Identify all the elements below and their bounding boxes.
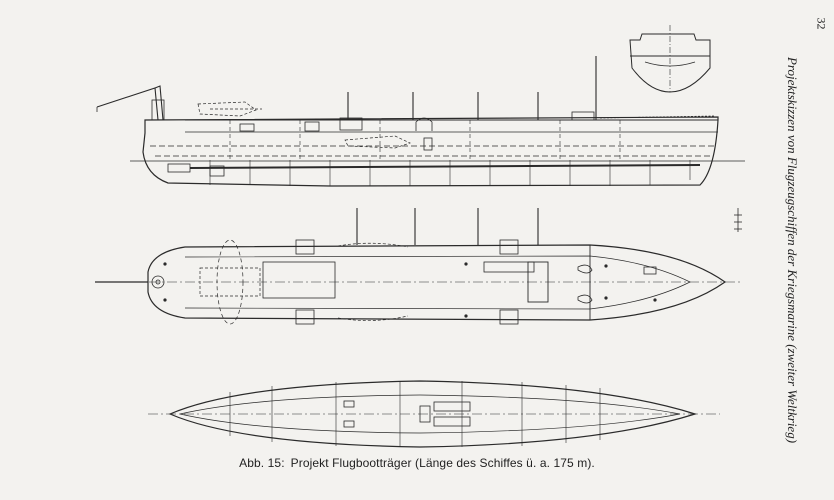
running-header: Projektskizzen von Flugzeugschiffen der … <box>785 56 800 444</box>
figure-caption-text: Projekt Flugbootträger (Länge des Schiff… <box>290 456 595 470</box>
hull-lines-view <box>148 380 720 448</box>
deck-plan-view <box>95 208 742 325</box>
figure-caption: Abb. 15: Projekt Flugbootträger (Länge de… <box>0 456 834 470</box>
midship-section-view <box>629 25 711 93</box>
scale-marker <box>734 208 742 232</box>
figure-label: Abb. 15: <box>239 456 285 470</box>
side-elevation-view <box>96 56 745 187</box>
page-number: 32 <box>814 17 829 30</box>
